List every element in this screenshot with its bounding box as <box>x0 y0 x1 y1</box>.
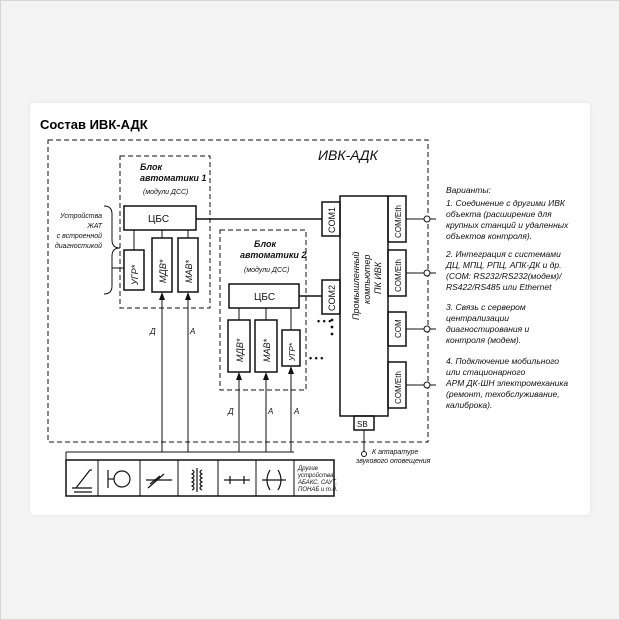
variant-1-line: крупных станций и удаленных <box>446 220 569 230</box>
signal-d-2: Д <box>227 407 234 416</box>
block2-mav: МАВ* <box>262 338 272 362</box>
track-circuit-icon <box>72 469 92 493</box>
block1-mav: МАВ* <box>184 259 194 283</box>
block1-ugr: УГР* <box>130 264 140 286</box>
content-card <box>30 103 590 515</box>
block1-boundary <box>119 155 211 309</box>
system-boundary <box>47 139 429 443</box>
variant-4-line: 4. Подключение мобильного <box>446 356 559 366</box>
sb-label: SB <box>357 420 368 429</box>
variant-2-line: 2. Интеграция с системами <box>445 249 561 259</box>
block2-cbs: ЦБС <box>254 292 275 303</box>
com-ellipsis: • • • <box>317 316 331 326</box>
other-devices-3: АБАКС, САУТ, <box>297 480 337 486</box>
block1-cbs-box <box>123 205 197 231</box>
variant-3-line: контроля (модем). <box>446 335 521 345</box>
connector-1 <box>423 215 431 223</box>
module-ellipsis: • • • <box>309 353 323 363</box>
connector-3 <box>423 325 431 333</box>
fuse-icon <box>224 476 250 484</box>
right-port-label-3: COM <box>394 319 403 338</box>
connector-4 <box>423 381 431 389</box>
right-port-label-2: COM/Eth <box>394 259 403 292</box>
page-title: Состав ИВК-АДК <box>40 117 148 132</box>
sound-label-1: К аппаратуре <box>372 449 418 456</box>
variant-3-line: диагностирования и <box>446 324 530 334</box>
com2-label: COM2 <box>327 285 337 311</box>
variant-2-line: RS422/RS485 или Ethernet <box>446 282 552 292</box>
zhat-label-4: диагностикой <box>55 242 102 250</box>
variants-heading: Варианты: <box>446 185 492 195</box>
other-devices-4: ПОНАБ и т.д. <box>298 487 338 493</box>
field-devices-strip <box>65 459 335 497</box>
signal-a-3: А <box>293 407 299 416</box>
variant-4-line: калиброка). <box>446 400 492 410</box>
zhat-label-3: с встроенной <box>57 232 102 240</box>
signal-lamp-icon <box>107 470 131 488</box>
turnout-icon <box>146 473 172 489</box>
block2-ugr: УГР* <box>288 342 297 362</box>
industrial-pc-box <box>339 195 389 417</box>
sound-label-2: звукового оповещения <box>355 458 431 465</box>
pc-label-1: Промышленный <box>351 252 361 320</box>
transformer-icon <box>190 468 204 492</box>
system-label: ИВК-АДК <box>318 147 379 163</box>
variant-1-line: объектов контроля). <box>446 231 532 241</box>
variant-2-line: ДЦ, МПЦ, РПЦ, АПК-ДК и др. <box>445 260 561 270</box>
block1-mdv: МДВ* <box>158 259 168 283</box>
other-devices-2: устройства <box>297 472 334 479</box>
signal-a-2: А <box>267 407 273 416</box>
relay-icon <box>262 469 286 491</box>
com1-label: COM1 <box>327 207 337 233</box>
variant-4-line: АРМ ДК-ШН электромеханика <box>445 378 568 388</box>
pc-label-2: компьютер <box>362 255 372 304</box>
right-port-label-4: COM/Eth <box>394 371 403 404</box>
connector-2 <box>423 269 431 277</box>
other-devices-1: Другие <box>297 466 319 472</box>
zhat-label-2: ЖАТ <box>86 223 102 230</box>
block1-title-2: автоматики 1 <box>140 173 206 183</box>
pc-label-3: ПК ИВК <box>373 261 383 294</box>
block2-boundary <box>219 229 307 391</box>
variant-3-line: 3. Связь с сервером <box>446 302 526 312</box>
block2-subtitle: (модули ДСС) <box>244 266 289 274</box>
block2-title-2: автоматики 2 <box>240 250 306 260</box>
variant-1-line: 1. Соединение с другими ИВК <box>446 198 566 208</box>
block1-cbs: ЦБС <box>148 214 169 225</box>
block2-mdv: МДВ* <box>235 338 245 362</box>
signal-d-1: Д <box>149 327 156 336</box>
block2-title-1: Блок <box>254 239 276 249</box>
right-port-label-1: COM/Eth <box>394 205 403 238</box>
variant-3-line: централизации <box>446 313 509 323</box>
variant-1-line: объекта (расширение для <box>446 209 552 219</box>
zhat-label-1: Устройства <box>59 212 102 220</box>
variant-4-line: (ремонт, техобслуживание, <box>446 389 560 399</box>
block1-subtitle: (модули ДСС) <box>143 188 188 196</box>
variant-4-line: или стационарного <box>446 367 526 377</box>
signal-a-1: А <box>189 327 195 336</box>
variant-2-line: (COM: RS232/RS232(модем)/ <box>446 271 563 281</box>
block1-title-1: Блок <box>140 162 162 172</box>
